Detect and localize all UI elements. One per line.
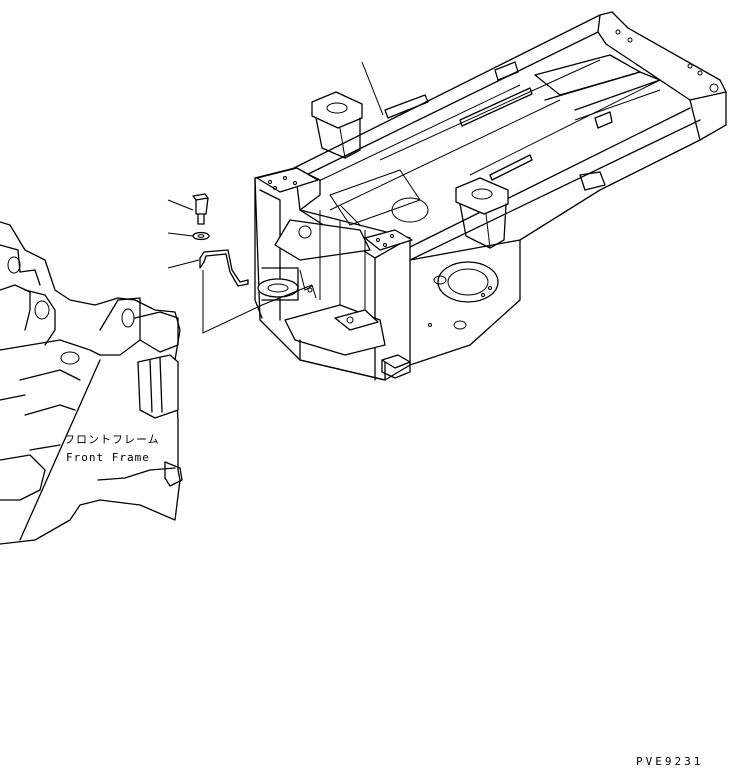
front-frame-label-en: Front Frame <box>66 451 150 464</box>
bolt <box>167 193 209 225</box>
front-frame <box>0 221 183 545</box>
washer <box>167 231 210 241</box>
front-frame-label-jp: フロントフレーム <box>64 433 160 446</box>
rear-frame <box>254 11 727 381</box>
leader-line-frame <box>361 61 384 116</box>
assembly-line <box>202 270 313 334</box>
drawing-code: PVE9231 <box>636 755 703 768</box>
bracket <box>167 249 249 287</box>
